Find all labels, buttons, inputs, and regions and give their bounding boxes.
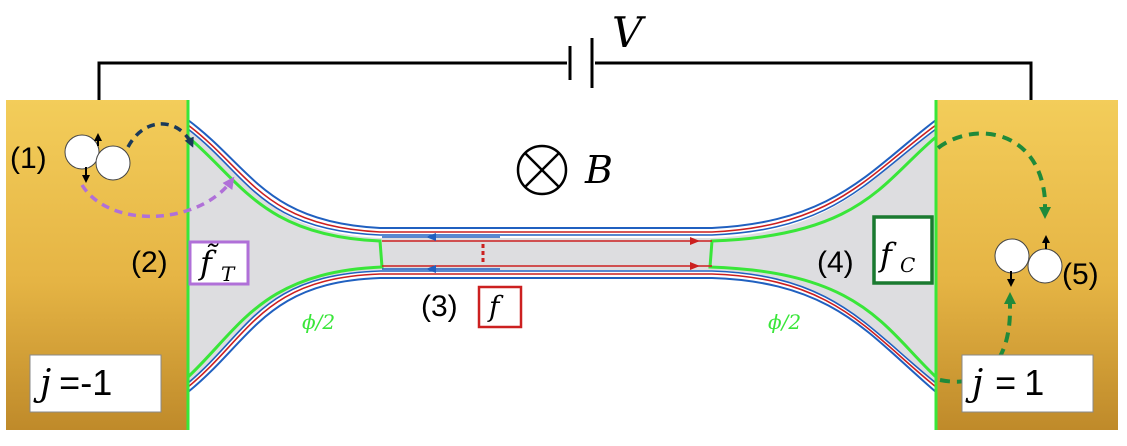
box-f-c (872, 215, 934, 285)
electron-pair-left (64, 133, 131, 183)
lead-left-eq: = (59, 362, 80, 403)
relaxation-arrow-purple (80, 176, 235, 219)
lead-index-box-left (29, 354, 162, 413)
field-label: B (584, 148, 613, 192)
step-4-label: (4) (817, 246, 854, 279)
phase-label-right: ϕ/2 (768, 310, 801, 334)
step-2-label: (2) (131, 246, 168, 279)
step-3-label: (3) (421, 290, 458, 323)
step-5-label: (5) (1062, 258, 1099, 291)
phase-label-left: ϕ/2 (302, 310, 335, 334)
device-body (188, 128, 936, 385)
tunneling-arrow-dark (126, 122, 194, 148)
magnetic-field-symbol (516, 144, 568, 196)
injection-arrow-bottom (939, 292, 1016, 384)
f-c-subscript: C (900, 253, 915, 277)
green-edge-right (708, 135, 938, 379)
svg-text:j=1: j=1 (965, 362, 1044, 404)
edge-channels-bottom (187, 270, 937, 393)
lead-index-box-right (961, 354, 1094, 413)
lead-right-eq: = (995, 362, 1016, 403)
lead-right-value: 1 (1024, 362, 1044, 403)
step-1-label: (1) (10, 142, 47, 175)
box-f-tilde-t (188, 240, 250, 286)
svg-text:j=-1: j=-1 (33, 362, 112, 404)
voltage-label: V (612, 8, 646, 57)
box-f (477, 285, 523, 329)
f-tilde-subscript: T (221, 262, 236, 286)
electron-pair-right (994, 235, 1063, 287)
injection-arrow-top (936, 131, 1051, 219)
lead-left-value: -1 (80, 362, 112, 403)
channel-lines (382, 233, 712, 273)
circuit-wire (97, 38, 1033, 100)
edge-channels-top (187, 119, 937, 236)
